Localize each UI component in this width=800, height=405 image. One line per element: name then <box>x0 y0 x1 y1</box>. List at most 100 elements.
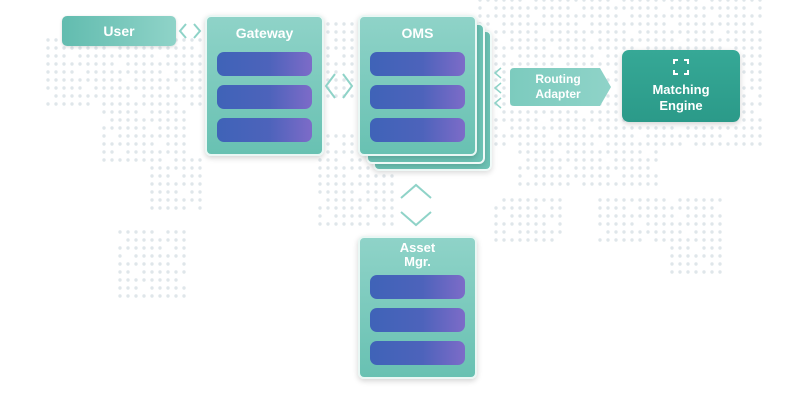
map-dot <box>126 294 130 298</box>
map-dot <box>342 142 346 146</box>
map-dot <box>534 206 538 210</box>
map-dot <box>670 222 674 226</box>
map-dot <box>758 46 762 50</box>
map-dot <box>166 166 170 170</box>
map-dot <box>750 38 754 42</box>
map-dot <box>526 30 530 34</box>
map-dot <box>718 270 722 274</box>
map-dot <box>342 30 346 34</box>
map-dot <box>134 158 138 162</box>
map-dot <box>534 214 538 218</box>
map-dot <box>134 126 138 130</box>
map-dot <box>166 286 170 290</box>
map-dot <box>158 286 162 290</box>
map-dot <box>758 126 762 130</box>
map-dot <box>150 78 154 82</box>
map-dot <box>150 158 154 162</box>
map-dot <box>142 262 146 266</box>
map-dot <box>718 142 722 146</box>
map-dot <box>758 86 762 90</box>
map-dot <box>542 142 546 146</box>
map-dot <box>158 62 162 66</box>
map-dot <box>574 174 578 178</box>
map-dot <box>574 22 578 26</box>
map-dot <box>166 190 170 194</box>
map-dot <box>198 54 202 58</box>
map-dot <box>630 182 634 186</box>
map-dot <box>350 222 354 226</box>
map-dot <box>94 46 98 50</box>
map-dot <box>710 30 714 34</box>
map-dot <box>662 206 666 210</box>
map-dot <box>622 0 626 2</box>
map-dot <box>510 0 514 2</box>
map-dot <box>110 70 114 74</box>
map-dot <box>126 262 130 266</box>
map-dot <box>118 102 122 106</box>
map-dot <box>614 150 618 154</box>
map-dot <box>710 142 714 146</box>
map-dot <box>126 150 130 154</box>
map-dot <box>518 110 522 114</box>
map-dot <box>158 182 162 186</box>
map-dot <box>182 206 186 210</box>
map-dot <box>366 182 370 186</box>
map-dot <box>582 158 586 162</box>
map-dot <box>702 270 706 274</box>
map-dot <box>566 110 570 114</box>
map-dot <box>550 182 554 186</box>
map-dot <box>590 62 594 66</box>
map-dot <box>166 198 170 202</box>
map-dot <box>534 142 538 146</box>
map-dot <box>606 174 610 178</box>
map-dot <box>606 38 610 42</box>
map-dot <box>518 38 522 42</box>
map-dot <box>750 78 754 82</box>
map-dot <box>366 166 370 170</box>
map-dot <box>510 22 514 26</box>
map-dot <box>606 102 610 106</box>
map-dot <box>614 222 618 226</box>
routing-adapter-shape <box>510 68 611 106</box>
map-dot <box>670 246 674 250</box>
map-dot <box>550 30 554 34</box>
map-dot <box>510 110 514 114</box>
map-dot <box>686 22 690 26</box>
map-dot <box>342 54 346 58</box>
map-dot <box>174 278 178 282</box>
map-dot <box>150 278 154 282</box>
map-dot <box>510 222 514 226</box>
map-dot <box>606 150 610 154</box>
map-dot <box>566 158 570 162</box>
map-dot <box>622 126 626 130</box>
map-dot <box>358 166 362 170</box>
map-dot <box>382 182 386 186</box>
map-dot <box>342 166 346 170</box>
map-dot <box>758 134 762 138</box>
map-dot <box>526 158 530 162</box>
map-dot <box>158 78 162 82</box>
map-dot <box>126 142 130 146</box>
map-dot <box>142 246 146 250</box>
map-dot <box>646 158 650 162</box>
map-dot <box>622 134 626 138</box>
map-dot <box>502 94 506 98</box>
map-dot <box>670 0 674 2</box>
map-dot <box>630 214 634 218</box>
map-dot <box>614 54 618 58</box>
map-dot <box>638 142 642 146</box>
map-dot <box>102 110 106 114</box>
map-dot <box>558 230 562 234</box>
map-dot <box>678 0 682 2</box>
map-dot <box>606 182 610 186</box>
map-dot <box>582 134 586 138</box>
map-dot <box>166 238 170 242</box>
map-dot <box>750 30 754 34</box>
map-dot <box>678 30 682 34</box>
map-dot <box>494 142 498 146</box>
map-dot <box>726 22 730 26</box>
map-dot <box>614 110 618 114</box>
map-dot <box>598 46 602 50</box>
map-dot <box>614 198 618 202</box>
map-dot <box>670 230 674 234</box>
